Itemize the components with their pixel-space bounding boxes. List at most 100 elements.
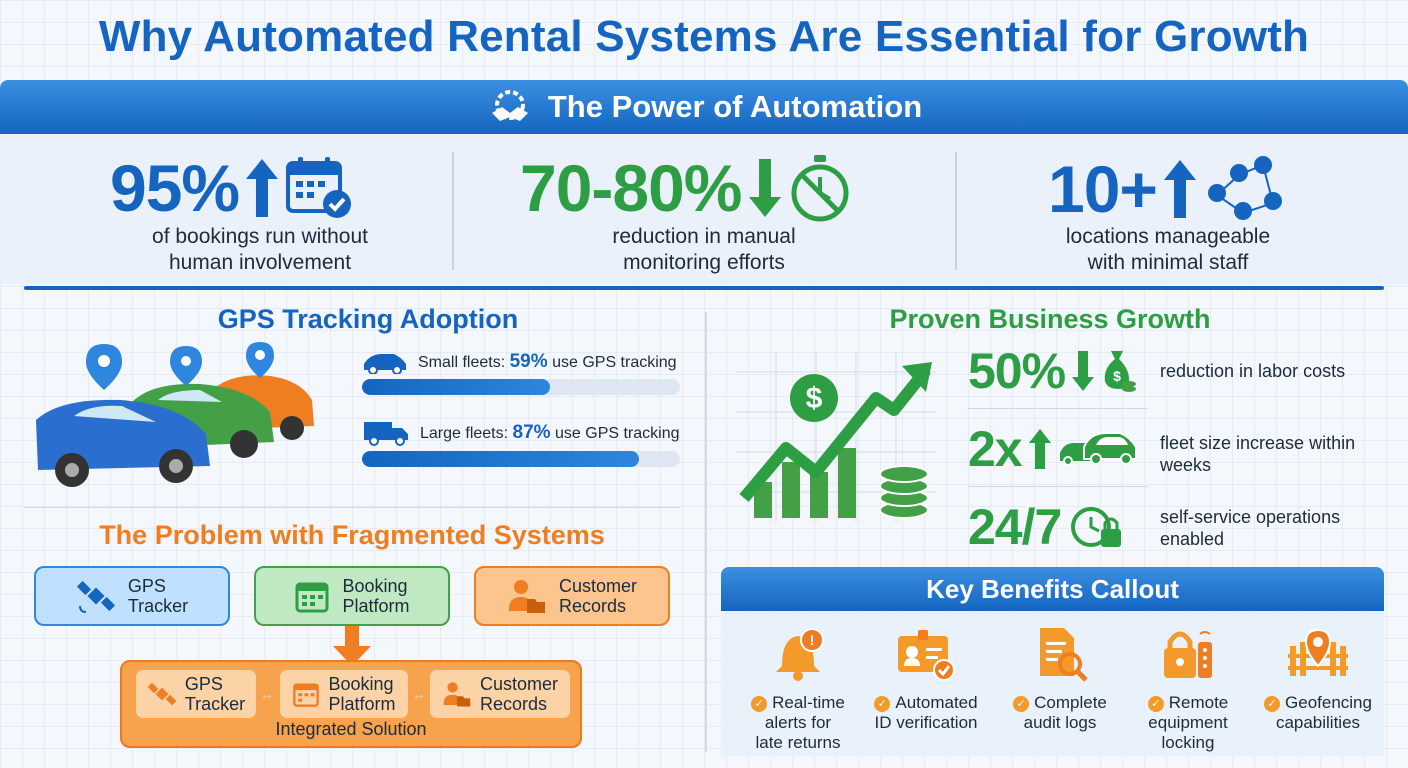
stat-1-value-row: 95% — [110, 155, 355, 221]
benefit-3-text: ✓Complete audit logs — [996, 693, 1124, 733]
page-title: Why Automated Rental Systems Are Essenti… — [98, 12, 1310, 61]
growth-3-line1: self-service operations — [1160, 507, 1341, 527]
calendar-icon — [293, 683, 320, 707]
growth-2-line1: fleet size increase within — [1160, 433, 1356, 453]
customer-records-label: Customer Records — [559, 576, 637, 616]
small-fleet-suffix: use GPS tracking — [552, 354, 677, 371]
divider — [955, 152, 957, 270]
integrated-gps-line2: Tracker — [184, 694, 246, 714]
booking-platform-line1: Booking — [342, 576, 408, 596]
location-network-icon — [1207, 156, 1282, 220]
key-benefits-title: Key Benefits Callout — [926, 573, 1179, 604]
large-fleet-bar — [362, 451, 680, 467]
svg-text:!: ! — [810, 632, 815, 648]
gps-tracker-label: GPS Tracker — [128, 576, 188, 616]
benefit-5-line2: capabilities — [1275, 713, 1361, 732]
customer-records-line2: Records — [558, 596, 627, 616]
gps-tracker-line1: GPS — [127, 576, 166, 596]
benefit-3-line2: audit logs — [1023, 713, 1097, 732]
svg-text:$: $ — [1113, 368, 1121, 384]
check-icon: ✓ — [874, 696, 891, 712]
arrow-down-icon — [748, 159, 781, 217]
gps-tracker-box: GPS Tracker — [34, 566, 230, 626]
satellite-icon — [147, 682, 177, 706]
growth-item-2: 2x — [968, 424, 1138, 474]
section-rule — [24, 286, 1384, 290]
stat-3-desc: locations manageable with minimal staff — [988, 224, 1348, 276]
small-fleet-text: Small fleets: — [418, 354, 506, 371]
key-benefits-header: Key Benefits Callout — [721, 567, 1384, 611]
arrow-down-icon — [1072, 351, 1095, 391]
stopwatch-crossed-icon — [791, 155, 848, 222]
calendar-icon — [295, 582, 329, 613]
integrated-gps-line1: GPS — [184, 674, 223, 694]
benefit-5-line1: Geofencing — [1285, 693, 1372, 712]
dollar-coin-icon: $ — [790, 374, 838, 422]
benefit-real-time-alerts: ! ✓Real-time alerts for late returns — [734, 626, 862, 753]
customer-records-box: Customer Records — [474, 566, 670, 626]
calendar-check-icon — [286, 157, 352, 218]
arrow-up-icon — [1163, 160, 1196, 218]
document-search-icon — [1040, 628, 1088, 682]
id-card-check-icon — [898, 630, 955, 681]
arrow-down-icon — [333, 626, 371, 666]
booking-platform-box: Booking Platform — [254, 566, 450, 626]
benefit-1-line1: Real-time — [772, 693, 845, 712]
location-pin-icon — [86, 344, 122, 390]
large-fleet-text: Large fleets: — [420, 425, 509, 442]
integrated-solution-label: Integrated Solution — [275, 719, 427, 739]
divider — [968, 486, 1148, 487]
stat-3-line1: locations manageable — [1065, 225, 1271, 248]
geofence-pin-icon — [1288, 628, 1348, 676]
cars-icon — [1059, 432, 1137, 466]
growth-3-value: 24/7 — [968, 499, 1062, 555]
stat-3-value: 10+ — [1048, 152, 1158, 226]
problem-section-title: The Problem with Fragmented Systems — [99, 520, 605, 550]
small-fleet-value: 59% — [509, 351, 548, 372]
growth-item-3: 24/7 — [968, 502, 1125, 552]
link-arrows: ↔ — [412, 686, 426, 702]
stat-2-desc: reduction in manual monitoring efforts — [524, 224, 884, 276]
growth-2-value: 2x — [968, 421, 1023, 477]
growth-1-value: 50% — [968, 343, 1066, 399]
link-arrows: ↔ — [260, 686, 274, 702]
growth-item-1: 50% $ — [968, 346, 1137, 396]
location-pin-icon — [170, 346, 202, 386]
benefit-4-line2: equipment — [1148, 713, 1228, 732]
check-icon: ✓ — [751, 696, 768, 712]
growth-section-title: Proven Business Growth — [889, 304, 1211, 334]
growth-1-desc: reduction in labor costs — [1160, 360, 1390, 382]
small-fleet-bar-fill — [362, 379, 550, 395]
stat-2-value-row: 70-80% — [520, 153, 852, 223]
large-fleet-suffix: use GPS tracking — [555, 425, 680, 442]
power-banner: The Power of Automation — [0, 80, 1408, 134]
stat-2-line2: monitoring efforts — [623, 251, 785, 274]
small-fleet-label: Small fleets: 59% use GPS tracking — [418, 351, 677, 373]
integrated-booking-line1: Booking — [328, 674, 394, 694]
growth-2-desc: fleet size increase within weeks — [1160, 432, 1390, 476]
check-icon: ✓ — [1264, 696, 1281, 712]
customer-records-line1: Customer — [558, 576, 638, 596]
check-icon: ✓ — [1147, 696, 1164, 712]
arrow-up-icon — [246, 159, 279, 217]
benefit-remote-locking: ✓Remote equipment locking — [1124, 626, 1252, 753]
booking-platform-line2: Platform — [342, 596, 410, 616]
benefit-1-line3: late returns — [755, 733, 841, 752]
benefit-3-line1: Complete — [1034, 693, 1107, 712]
check-icon: ✓ — [1013, 696, 1030, 712]
svg-text:$: $ — [806, 382, 823, 415]
benefit-1-line2: alerts for — [764, 713, 832, 732]
stat-1-line1: of bookings run without — [152, 225, 368, 248]
benefit-4-line3: locking — [1161, 733, 1215, 752]
lock-remote-icon — [1164, 631, 1212, 678]
stat-2-line1: reduction in manual — [612, 225, 796, 248]
satellite-icon — [76, 580, 115, 613]
stat-1-value: 95% — [110, 151, 240, 225]
stat-1-line2: human involvement — [168, 251, 352, 274]
growth-1-line1: reduction in labor costs — [1160, 361, 1346, 381]
integrated-gps-tracker: GPS Tracker — [136, 670, 256, 718]
divider — [968, 408, 1148, 409]
benefit-4-line1: Remote — [1168, 693, 1229, 712]
alarm-bell-icon: ! — [776, 628, 824, 681]
growth-2-line2: weeks — [1160, 455, 1212, 475]
